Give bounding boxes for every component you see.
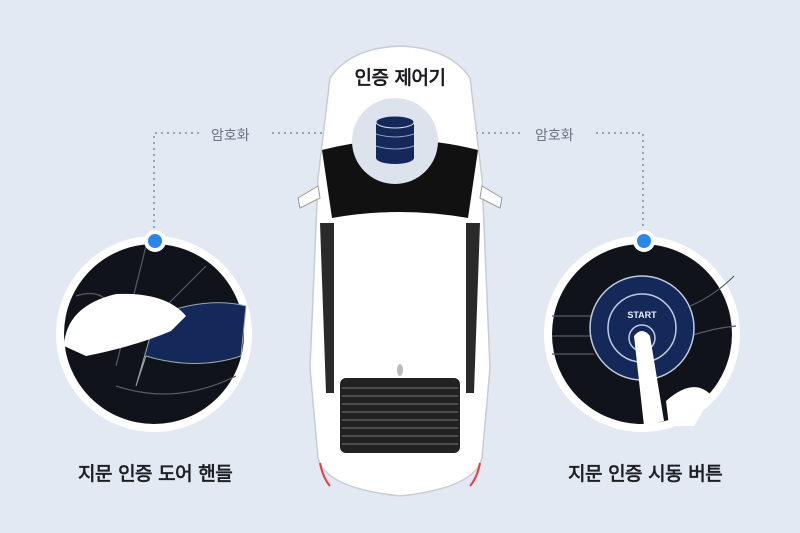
start-button-illustration: START xyxy=(544,236,740,432)
door-handle-illustration xyxy=(56,236,252,432)
caption-door-handle: 지문 인증 도어 핸들 xyxy=(78,463,233,485)
caption-start-button: 지문 인증 시동 버튼 xyxy=(568,463,723,485)
controller-circle xyxy=(352,98,438,184)
node-dot-right xyxy=(633,230,655,252)
encryption-label-left: 암호화 xyxy=(211,128,250,144)
svg-text:START: START xyxy=(627,310,657,320)
database-icon xyxy=(375,115,415,164)
controller-label: 인증 제어기 xyxy=(354,67,446,89)
encryption-label-right: 암호화 xyxy=(535,128,574,144)
node-dot-left xyxy=(144,230,166,252)
